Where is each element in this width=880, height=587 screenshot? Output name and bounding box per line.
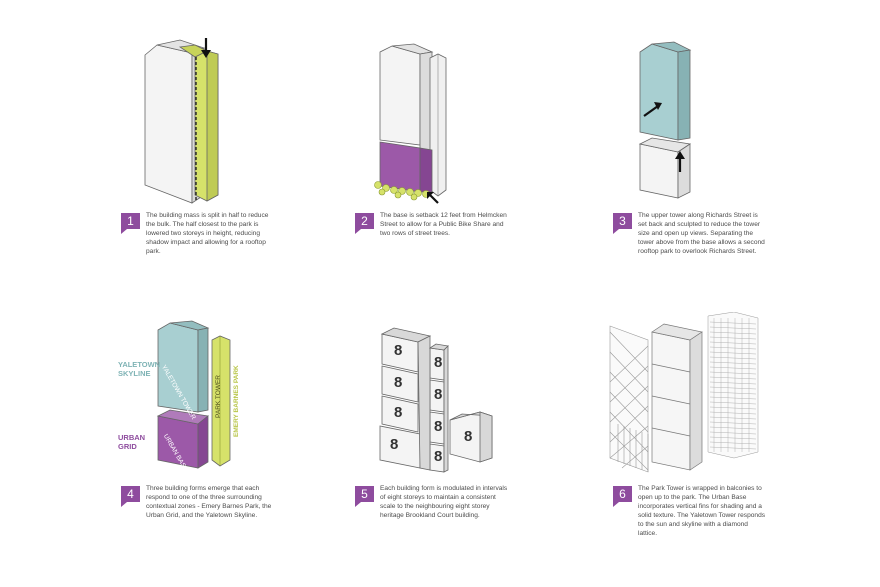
panel-step-4: YALETOWN TOWER URBAN BASE PARK TOWER EME… — [118, 320, 280, 519]
step-badge-1: 1 — [121, 213, 140, 234]
panel-step-3: 3 The upper tower along Richards Street … — [613, 40, 772, 255]
caption-step-1: 1 The building mass is split in half to … — [121, 212, 274, 257]
module-number-label: 8 — [464, 428, 473, 445]
diagram-eight-storey-modules — [379, 327, 493, 473]
label-park-tower: PARK TOWER — [215, 375, 222, 418]
diagram-facade-systems — [609, 312, 759, 473]
diagram-three-forms — [156, 320, 231, 469]
module-number-label: 8 — [390, 436, 399, 453]
module-number-label: 8 — [394, 404, 403, 421]
step-text-5: Each building form is modulated in inter… — [380, 485, 508, 519]
step-text-3: The upper tower along Richards Street is… — [638, 212, 765, 255]
arrow-diagonal-icon — [427, 192, 439, 204]
step-text-6: The Park Tower is wrapped in balconies t… — [638, 485, 766, 537]
module-number-label: 8 — [434, 418, 443, 435]
module-number-label: 8 — [394, 342, 403, 359]
arrow-down-icon — [201, 38, 211, 58]
label-yaletown-skyline: YALETOWN SKYLINE — [118, 360, 161, 378]
street-trees-icon — [374, 181, 430, 201]
caption-step-4: 4 Three building forms emerge that each … — [121, 485, 274, 521]
step-badge-4: 4 — [121, 486, 140, 507]
module-number-label: 8 — [394, 374, 403, 391]
step-badge-3: 3 — [613, 213, 632, 234]
step-badge-6: 6 — [613, 486, 632, 507]
caption-step-2: 2 The base is setback 12 feet from Helmc… — [355, 212, 508, 239]
caption-step-6: 6 The Park Tower is wrapped in balconies… — [613, 485, 766, 538]
panel-step-6: 6 The Park Tower is wrapped in balconies… — [608, 312, 768, 537]
module-number-label: 8 — [434, 354, 443, 371]
step-text-4: Three building forms emerge that each re… — [146, 485, 272, 519]
diagram-base-setback — [374, 43, 447, 204]
caption-step-5: 5 Each building form is modulated in int… — [355, 485, 508, 521]
diagram-split-mass — [144, 38, 219, 204]
module-number-label: 8 — [434, 386, 443, 403]
step-text-1: The building mass is split in half to re… — [146, 212, 269, 255]
diagram-upper-tower — [638, 41, 692, 199]
panel-step-5: 8 8 8 8 8 8 8 8 8 5 Each building form is modula… — [355, 320, 522, 519]
step-text-2: The base is setback 12 feet from Helmcke… — [380, 212, 507, 237]
label-urban-grid: URBAN GRID — [118, 433, 146, 451]
module-number-label: 8 — [434, 448, 443, 465]
panel-step-1: 1 The building mass is split in half to … — [121, 35, 280, 255]
label-emery-barnes-park: EMERY BARNES PARK — [233, 365, 240, 437]
step-badge-5: 5 — [355, 486, 374, 507]
arrow-up-right-icon — [643, 102, 662, 117]
caption-step-3: 3 The upper tower along Richards Street … — [613, 212, 766, 257]
step-badge-2: 2 — [355, 213, 374, 234]
panel-step-2: 2 The base is setback 12 feet from Helmc… — [355, 40, 512, 237]
arrow-up-icon — [675, 151, 685, 172]
